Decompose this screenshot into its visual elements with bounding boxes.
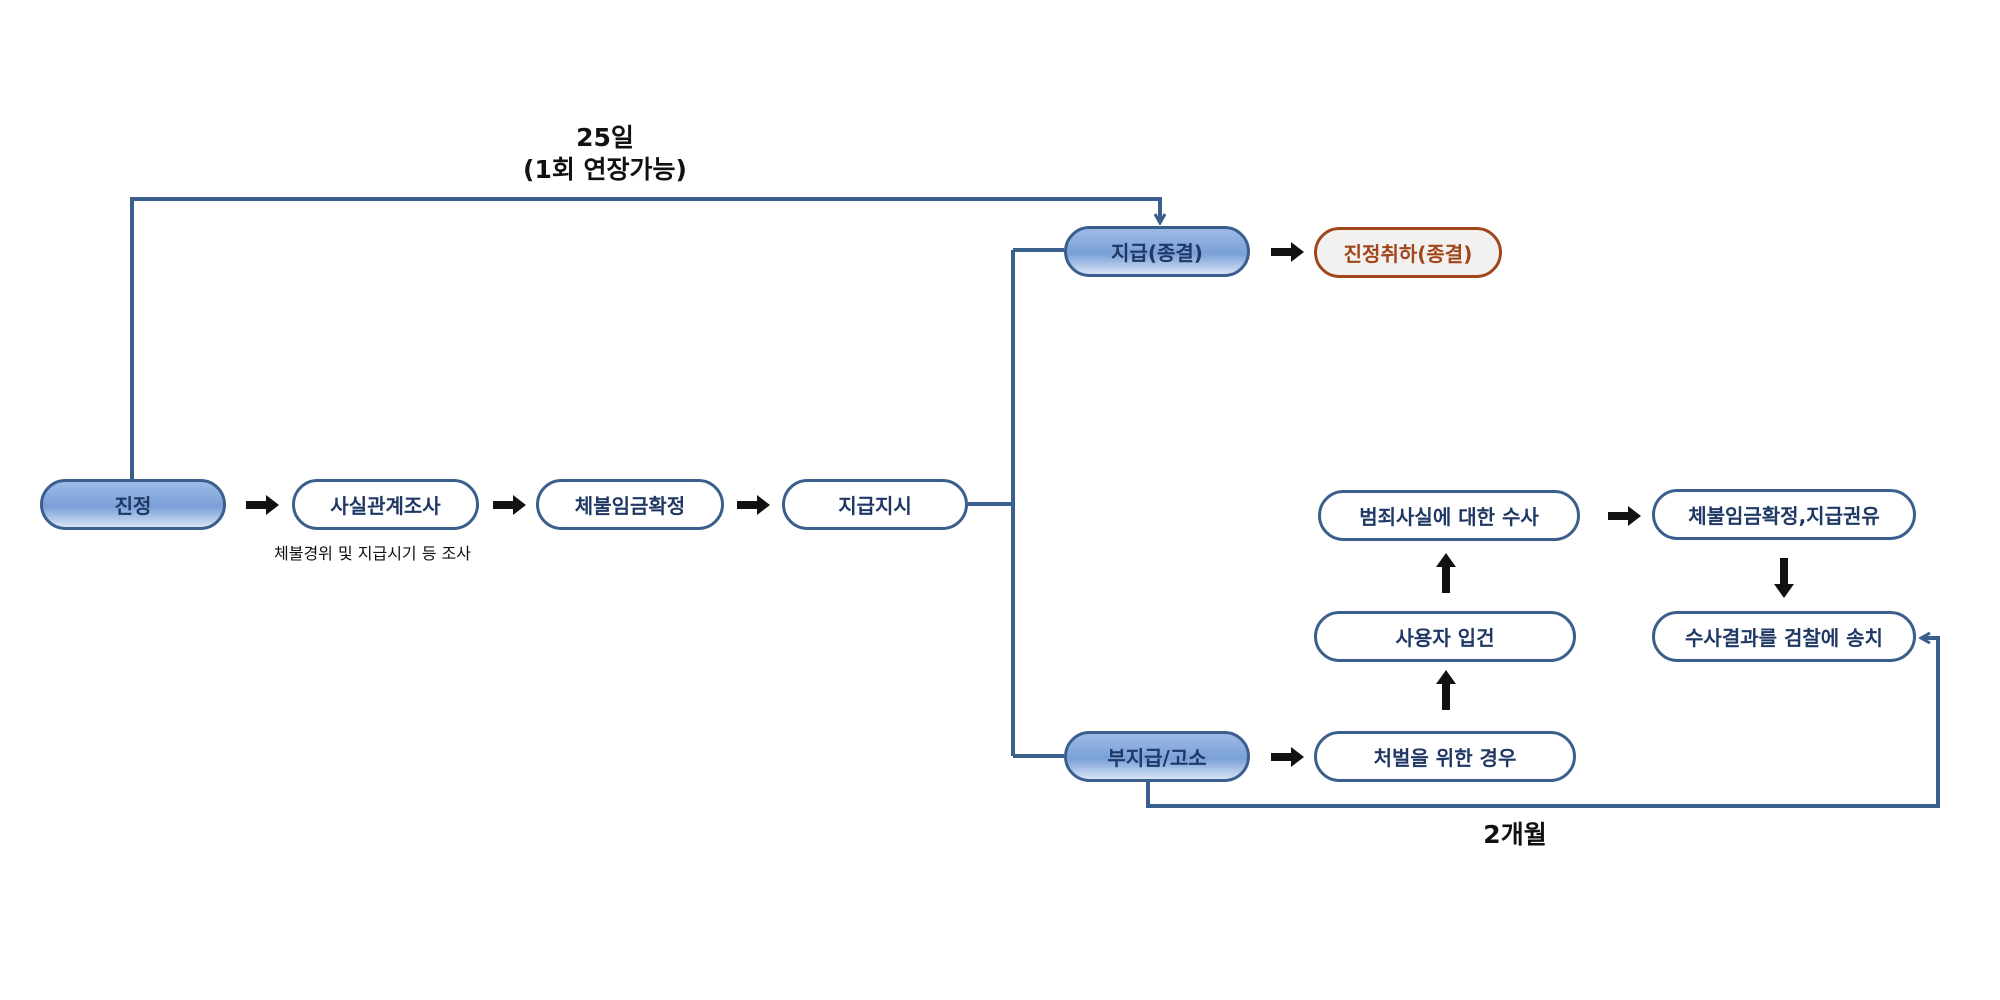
node-paid-end: 지급(종결)	[1064, 226, 1250, 277]
label-fact-check-note: 체불경위 및 지급시기 등 조사	[274, 544, 471, 563]
node-withdraw-end: 진정취하(종결)	[1314, 227, 1502, 278]
right-arrow-icon	[1271, 242, 1304, 262]
right-arrow-icon	[1608, 506, 1641, 526]
loop-25-days-line	[130, 197, 1160, 480]
node-pay-order: 지급지시	[782, 479, 968, 530]
node-unpaid-complaint: 부지급/고소	[1064, 731, 1250, 782]
label-25-days: 25일	[576, 123, 634, 152]
loop-2-months-line	[1146, 638, 1940, 808]
label-extension: (1회 연장가능)	[523, 155, 687, 184]
label-2-months: 2개월	[1483, 820, 1547, 849]
node-employer-case: 사용자 입건	[1314, 611, 1576, 662]
node-send-to-prosecution: 수사결과를 검찰에 송치	[1652, 611, 1916, 662]
node-jinjeong: 진정	[40, 479, 226, 530]
node-fact-check: 사실관계조사	[292, 479, 479, 530]
node-crime-investigation: 범죄사실에 대한 수사	[1318, 490, 1580, 541]
up-arrow-icon	[1436, 670, 1456, 710]
branch-line	[968, 248, 1064, 758]
up-arrow-icon	[1436, 553, 1456, 593]
node-for-punishment: 처벌을 위한 경우	[1314, 731, 1576, 782]
right-arrow-icon	[493, 495, 526, 515]
right-arrow-icon	[1271, 747, 1304, 767]
down-arrow-icon	[1774, 558, 1794, 598]
right-arrow-icon	[737, 495, 770, 515]
right-arrow-icon	[246, 495, 279, 515]
node-confirm-recommend: 체불임금확정,지급권유	[1652, 489, 1916, 540]
node-unpaid-confirm: 체불임금확정	[536, 479, 724, 530]
